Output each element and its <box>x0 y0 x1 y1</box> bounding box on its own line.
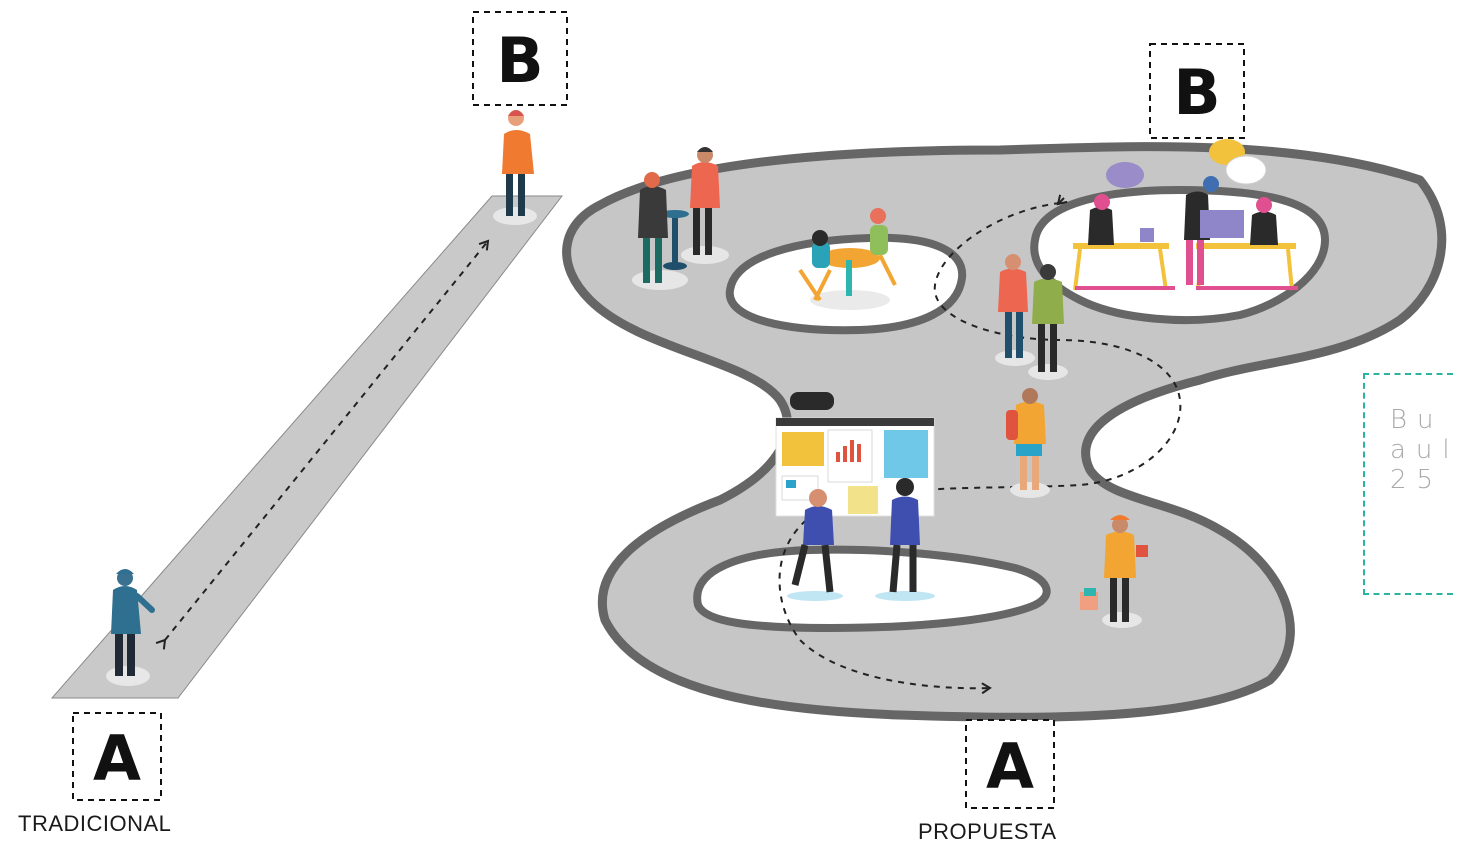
traditional-start-label: A <box>93 722 141 795</box>
proposal-caption: PROPUESTA <box>918 819 1057 844</box>
proposal-start-box: A <box>965 719 1055 809</box>
people-handshake-group <box>995 254 1068 380</box>
person-delivery <box>1080 515 1148 628</box>
people-roundtable-group <box>798 208 897 310</box>
person-traditional-a <box>106 569 155 686</box>
traditional-caption: TRADICIONAL <box>18 811 172 836</box>
traditional-end-label: B <box>496 24 543 97</box>
proposal-end-label: B <box>1173 56 1220 129</box>
traditional-start-box: A <box>72 712 162 801</box>
note-line-2: aul <box>1390 435 1460 465</box>
proposal-route-arrows <box>778 194 1182 695</box>
traditional-end-box: B <box>472 11 568 106</box>
person-traditional-b <box>493 110 537 225</box>
people-workspace-group <box>1073 139 1298 291</box>
person-backpack <box>1006 388 1050 498</box>
proposal-start-label: A <box>986 730 1034 803</box>
traditional-route-arrow <box>155 239 490 650</box>
note-line-1: Bu <box>1390 405 1444 435</box>
proposal-end-box: B <box>1149 43 1245 139</box>
note-line-3: 25 <box>1390 465 1444 495</box>
traditional-path <box>50 195 564 699</box>
people-drinks-group <box>632 147 729 290</box>
people-board-group <box>775 392 935 601</box>
note-box <box>1363 373 1453 595</box>
